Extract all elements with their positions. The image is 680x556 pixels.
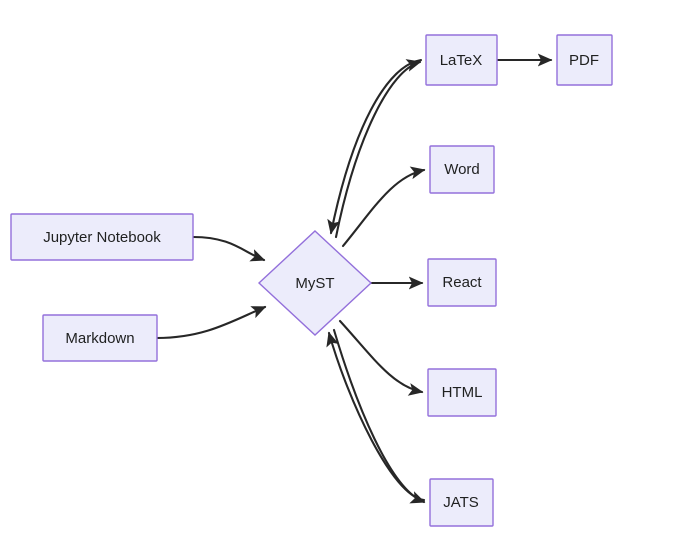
node-jats-label: JATS bbox=[443, 494, 479, 511]
node-word-label: Word bbox=[444, 161, 480, 178]
node-myst[interactable]: MyST bbox=[257, 230, 373, 336]
node-latex[interactable]: LaTeX bbox=[425, 34, 498, 86]
node-markdown-label: Markdown bbox=[65, 330, 134, 347]
edge-jupyter-to-myst bbox=[191, 235, 266, 262]
node-jats[interactable]: JATS bbox=[429, 478, 494, 527]
node-word[interactable]: Word bbox=[429, 145, 495, 194]
node-markdown[interactable]: Markdown bbox=[42, 314, 158, 362]
node-pdf-label: PDF bbox=[569, 52, 599, 69]
node-html-label: HTML bbox=[442, 384, 483, 401]
node-jupyter-notebook-label: Jupyter Notebook bbox=[43, 229, 161, 246]
node-react-shape[interactable] bbox=[427, 258, 497, 307]
edge-path-myst-word bbox=[341, 166, 426, 248]
node-layer: Jupyter Notebook Markdown MyST LaTeX PDF bbox=[10, 34, 613, 527]
node-html-shape[interactable] bbox=[427, 368, 497, 417]
node-myst-label: MyST bbox=[295, 275, 334, 292]
edge-myst-to-jats bbox=[332, 328, 426, 504]
edge-markdown-to-myst bbox=[155, 305, 267, 340]
edge-path-jupyter-myst bbox=[191, 235, 266, 262]
node-pdf[interactable]: PDF bbox=[556, 34, 613, 86]
node-latex-shape[interactable] bbox=[425, 34, 498, 86]
edge-path-myst-latex bbox=[334, 59, 422, 239]
node-markdown-shape[interactable] bbox=[42, 314, 158, 362]
node-jats-shape[interactable] bbox=[429, 478, 494, 527]
node-jupyter-notebook[interactable]: Jupyter Notebook bbox=[10, 213, 194, 261]
edge-myst-to-html bbox=[338, 319, 424, 396]
edge-path-myst-html bbox=[338, 319, 424, 396]
node-react-label: React bbox=[442, 274, 482, 291]
node-html[interactable]: HTML bbox=[427, 368, 497, 417]
node-pdf-shape[interactable] bbox=[556, 34, 613, 86]
edge-path-myst-jats bbox=[332, 328, 426, 504]
node-jupyter-notebook-shape[interactable] bbox=[10, 213, 194, 261]
node-latex-label: LaTeX bbox=[440, 52, 483, 69]
node-react[interactable]: React bbox=[427, 258, 497, 307]
node-word-shape[interactable] bbox=[429, 145, 495, 194]
edge-path-markdown-myst bbox=[155, 305, 267, 340]
edge-latex-to-myst bbox=[327, 58, 423, 235]
edge-myst-to-word bbox=[341, 166, 426, 248]
node-myst-shape[interactable] bbox=[257, 230, 373, 336]
edge-layer bbox=[155, 53, 553, 504]
edge-path-latex-myst bbox=[327, 58, 423, 235]
edge-myst-to-latex bbox=[334, 59, 422, 239]
